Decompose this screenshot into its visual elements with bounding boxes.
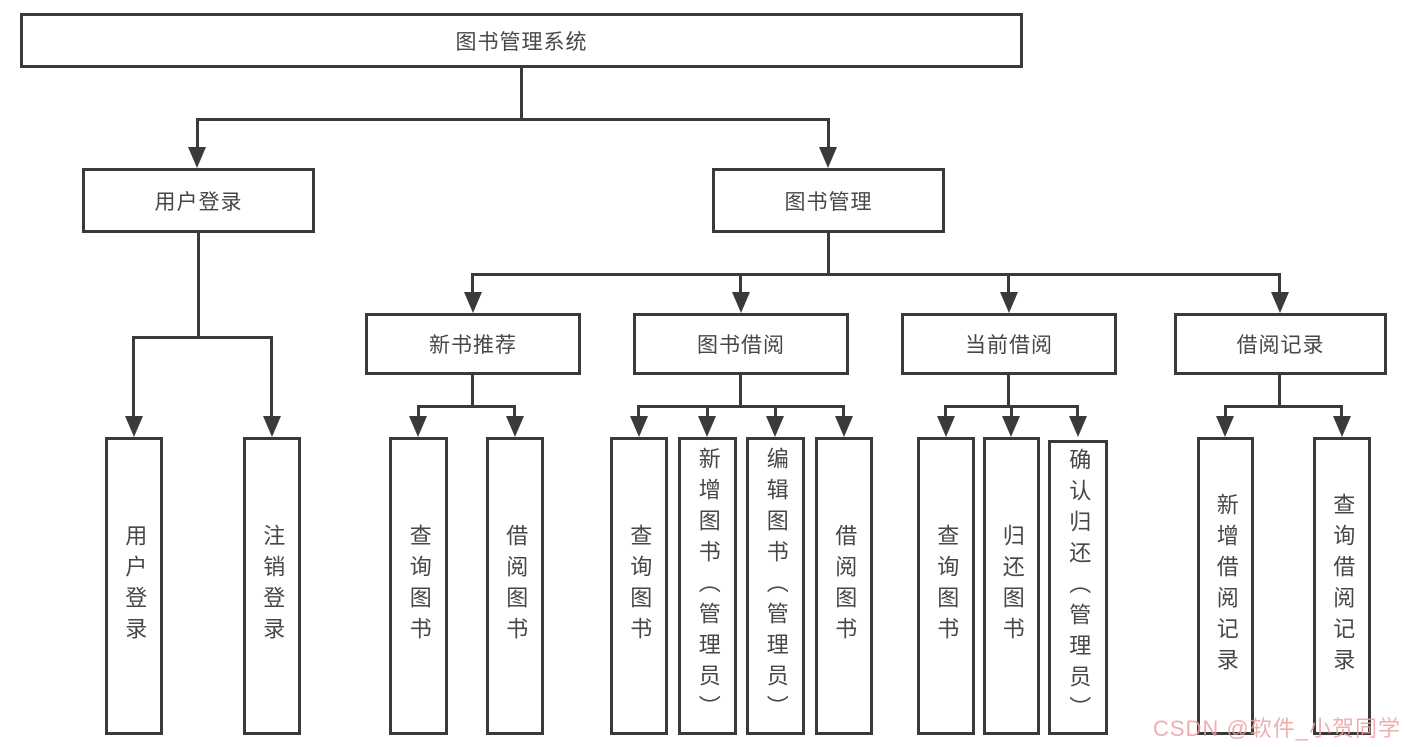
connector-line <box>944 405 947 421</box>
connector-line <box>1224 405 1342 408</box>
node-current-borrowing: 当前借阅 <box>901 313 1117 375</box>
arrow-down-icon <box>698 416 716 437</box>
arrow-down-icon <box>506 416 524 437</box>
connector-line <box>1340 405 1343 421</box>
arrow-down-icon <box>464 292 482 313</box>
connector-line <box>1007 273 1010 297</box>
leaf-br-add-record: 新增借阅记录 <box>1197 437 1254 735</box>
node-borrowing-records-label: 借阅记录 <box>1236 334 1325 357</box>
arrow-down-icon <box>630 416 648 437</box>
arrow-down-icon <box>188 147 206 168</box>
arrow-down-icon <box>1069 416 1087 437</box>
node-book-management: 图书管理 <box>712 168 945 233</box>
leaf-bb-add-books-admin: 新增图书（管理员） <box>678 437 737 735</box>
arrow-down-icon <box>1002 416 1020 437</box>
connector-line <box>197 118 830 121</box>
connector-line <box>774 405 777 421</box>
arrow-down-icon <box>409 416 427 437</box>
node-root: 图书管理系统 <box>20 13 1023 68</box>
node-book-management-label: 图书管理 <box>784 190 873 214</box>
arrow-down-icon <box>937 416 955 437</box>
leaf-bb-query-books: 查询图书 <box>610 437 668 735</box>
leaf-nbr-query-books-label: 查询图书 <box>406 524 432 648</box>
connector-line <box>1007 375 1010 405</box>
arrow-down-icon <box>1000 292 1018 313</box>
arrow-down-icon <box>1216 416 1234 437</box>
node-user-login-label: 用户登录 <box>154 190 243 214</box>
arrow-down-icon <box>263 416 281 437</box>
node-book-borrowing-label: 图书借阅 <box>697 334 785 357</box>
leaf-br-query-record: 查询借阅记录 <box>1313 437 1371 735</box>
arrow-down-icon <box>1333 416 1351 437</box>
leaf-nbr-query-books: 查询图书 <box>389 437 448 735</box>
leaf-cb-confirm-return-admin: 确认归还（管理员） <box>1048 440 1108 735</box>
arrow-down-icon <box>766 416 784 437</box>
node-root-label: 图书管理系统 <box>455 30 588 54</box>
leaf-nbr-borrow-books: 借阅图书 <box>486 437 544 735</box>
connector-line <box>513 405 516 421</box>
leaf-cb-return-books: 归还图书 <box>983 437 1040 735</box>
node-borrowing-records: 借阅记录 <box>1174 313 1387 375</box>
leaf-bb-edit-books-admin: 编辑图书（管理员） <box>746 437 805 735</box>
connector-line <box>197 233 200 336</box>
node-new-book-recommend: 新书推荐 <box>365 313 581 375</box>
connector-line <box>827 118 830 152</box>
leaf-logout-label: 注销登录 <box>260 524 286 648</box>
connector-line <box>471 375 474 405</box>
leaf-cb-confirm-return-admin-label: 确认归还（管理员） <box>1066 448 1092 727</box>
connector-line <box>1278 375 1281 405</box>
leaf-bb-add-books-admin-label: 新增图书（管理员） <box>695 446 721 726</box>
connector-line <box>827 233 830 273</box>
connector-line <box>1278 273 1281 297</box>
leaf-cb-query-books: 查询图书 <box>917 437 975 735</box>
arrow-down-icon <box>732 292 750 313</box>
connector-line <box>133 336 273 339</box>
connector-line <box>739 273 742 297</box>
connector-line <box>417 405 420 421</box>
leaf-nbr-borrow-books-label: 借阅图书 <box>503 524 529 648</box>
connector-line <box>1224 405 1227 421</box>
leaf-cb-query-books-label: 查询图书 <box>934 524 960 648</box>
leaf-logout: 注销登录 <box>243 437 301 735</box>
leaf-bb-borrow-books-label: 借阅图书 <box>832 524 858 648</box>
connector-line <box>196 118 199 152</box>
arrow-down-icon <box>835 416 853 437</box>
connector-line <box>739 375 742 405</box>
connector-line <box>132 336 135 420</box>
connector-line <box>842 405 845 421</box>
connector-line <box>1010 405 1013 421</box>
leaf-bb-edit-books-admin-label: 编辑图书（管理员） <box>763 446 789 726</box>
arrow-down-icon <box>125 416 143 437</box>
node-book-borrowing: 图书借阅 <box>633 313 849 375</box>
arrow-down-icon <box>1271 292 1289 313</box>
watermark-text: CSDN @软件_小贺同学 <box>1152 716 1401 741</box>
leaf-br-query-record-label: 查询借阅记录 <box>1330 493 1356 679</box>
connector-line <box>270 336 273 420</box>
node-current-borrowing-label: 当前借阅 <box>965 334 1053 357</box>
leaf-cb-return-books-label: 归还图书 <box>999 524 1025 648</box>
leaf-br-add-record-label: 新增借阅记录 <box>1213 493 1239 679</box>
connector-line <box>637 405 844 408</box>
leaf-bb-borrow-books: 借阅图书 <box>815 437 873 735</box>
leaf-user-login-label: 用户登录 <box>122 524 148 648</box>
leaf-user-login: 用户登录 <box>105 437 163 735</box>
connector-line <box>417 405 515 408</box>
node-new-book-recommend-label: 新书推荐 <box>429 334 517 357</box>
connector-line <box>472 273 1280 276</box>
connector-line <box>1076 405 1079 421</box>
connector-line <box>471 273 474 297</box>
connector-line <box>637 405 640 421</box>
connector-line <box>706 405 709 421</box>
arrow-down-icon <box>819 147 837 168</box>
leaf-bb-query-books-label: 查询图书 <box>627 524 653 648</box>
node-user-login: 用户登录 <box>82 168 315 233</box>
connector-line <box>520 68 523 118</box>
